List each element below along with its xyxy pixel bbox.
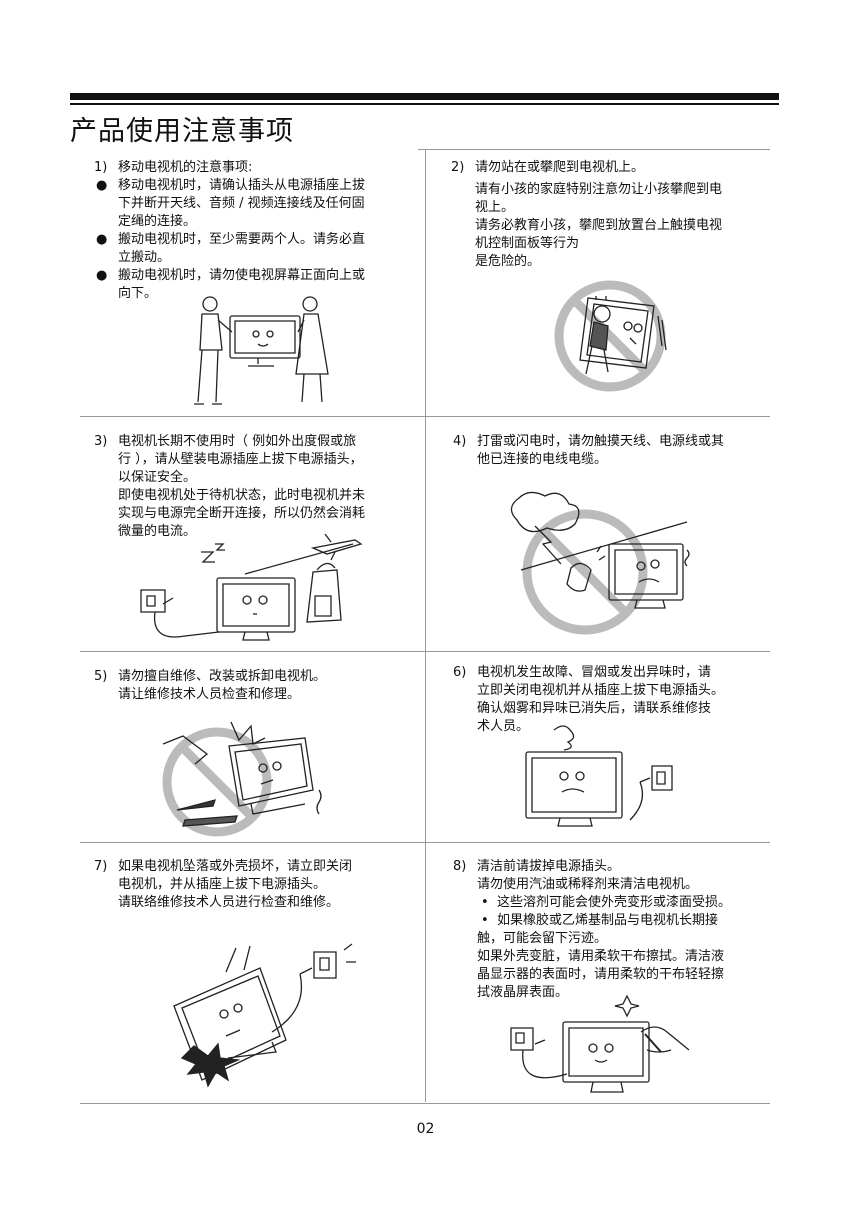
header-rule-thick <box>70 93 779 100</box>
lightning-touch-cable-illustration <box>505 490 695 630</box>
cleaning-tv-illustration <box>505 992 695 1100</box>
section-6-body: 立即关闭电视机并从插座上拔下电源插头。 确认烟雾和异味已消失后，请联系维修技 术… <box>477 683 725 734</box>
page-title: 产品使用注意事项 <box>70 116 294 147</box>
header-rule-thin <box>70 103 779 105</box>
section-4: 4) 打雷或闪电时，请勿触摸天线、电源线或其 他已连接的电线电缆。 <box>453 433 773 469</box>
dropped-tv-illustration <box>168 940 358 1090</box>
sub-bullet-item: • 这些溶剂可能会使外壳变形或漆面受损。 <box>481 895 731 910</box>
section-6: 6) 电视机发生故障、冒烟或发出异味时，请 立即关闭电视机并从插座上拔下电源插头… <box>453 664 773 736</box>
child-climbing-tv-illustration <box>550 276 670 396</box>
two-people-carrying-tv-illustration <box>188 290 338 412</box>
section-7-body: 电视机，并从插座上拔下电源插头。 请联络维修技术人员进行检查和维修。 <box>118 877 340 910</box>
divider-bottom <box>80 1103 770 1104</box>
section-8: 8) 清洁前请拔掉电源插头。 请勿使用汽油或稀释剂来清洁电视机。 • 这些溶剂可… <box>453 858 773 1002</box>
column-divider <box>425 150 426 1102</box>
section-8-body-continued: 触，可能会留下污迹。 如果外壳变脏，请用柔软干布擦拭。清洁液 晶显示器的表面时，… <box>477 931 725 1000</box>
section-7: 7) 如果电视机坠落或外壳损坏，请立即关闭 电视机，并从插座上拔下电源插头。 请… <box>94 858 414 912</box>
bullet-item: ● 搬动电视机时，请勿使电视屏幕正面向上或 向下。 <box>96 268 366 301</box>
section-2-body: 请有小孩的家庭特别注意勿让小孩攀爬到电 视上。 请务必教育小孩，攀爬到放置台上触… <box>475 182 723 269</box>
page-number: 02 <box>416 1121 435 1137</box>
section-4-body: 他已连接的电线电缆。 <box>477 452 608 467</box>
bullet-item: ● 搬动电视机时，至少需要两个人。请务必直 立搬动。 <box>96 232 366 265</box>
smoking-tv-unplugged-illustration <box>520 724 680 828</box>
section-3-heading: 3) 电视机长期不使用时（ 例如外出度假或旅 <box>94 434 357 449</box>
divider-top-right <box>418 149 770 150</box>
section-2-heading: 2) 请勿站在或攀爬到电视机上。 <box>451 160 645 175</box>
section-3: 3) 电视机长期不使用时（ 例如外出度假或旅 行 ），请从壁装电源插座上拔下电源… <box>94 433 414 541</box>
unplugged-tv-travel-illustration <box>135 536 367 646</box>
section-8-body: 请勿使用汽油或稀释剂来清洁电视机。 <box>477 877 699 892</box>
section-4-heading: 4) 打雷或闪电时，请勿触摸天线、电源线或其 <box>453 434 725 449</box>
section-7-heading: 7) 如果电视机坠落或外壳损坏，请立即关闭 <box>94 859 353 874</box>
no-disassembly-illustration <box>155 716 335 838</box>
section-1: 1) 移动电视机的注意事项: ● 移动电视机时，请确认插头从电源插座上拔 下并断… <box>94 159 414 303</box>
section-5-heading: 5) 请勿擅自维修、改装或拆卸电视机。 <box>94 669 327 684</box>
section-3-body: 行 ），请从壁装电源插座上拔下电源插头， 以保证安全。 即使电视机处于待机状态，… <box>118 452 366 539</box>
section-5: 5) 请勿擅自维修、改装或拆卸电视机。 请让维修技术人员检查和修理。 <box>94 668 414 704</box>
section-2: 2) 请勿站在或攀爬到电视机上。 请有小孩的家庭特别注意勿让小孩攀爬到电 视上。… <box>451 159 771 271</box>
section-5-body: 请让维修技术人员检查和修理。 <box>118 687 301 702</box>
sub-bullet-item: • 如果橡胶或乙烯基制品与电视机长期接 <box>481 913 718 928</box>
section-1-heading: 1) 移动电视机的注意事项: <box>94 160 253 175</box>
section-6-heading: 6) 电视机发生故障、冒烟或发出异味时，请 <box>453 665 712 680</box>
bullet-item: ● 移动电视机时，请确认插头从电源插座上拔 下并断开天线、音频 / 视频连接线及… <box>96 178 366 229</box>
section-8-heading: 8) 清洁前请拔掉电源插头。 <box>453 859 621 874</box>
